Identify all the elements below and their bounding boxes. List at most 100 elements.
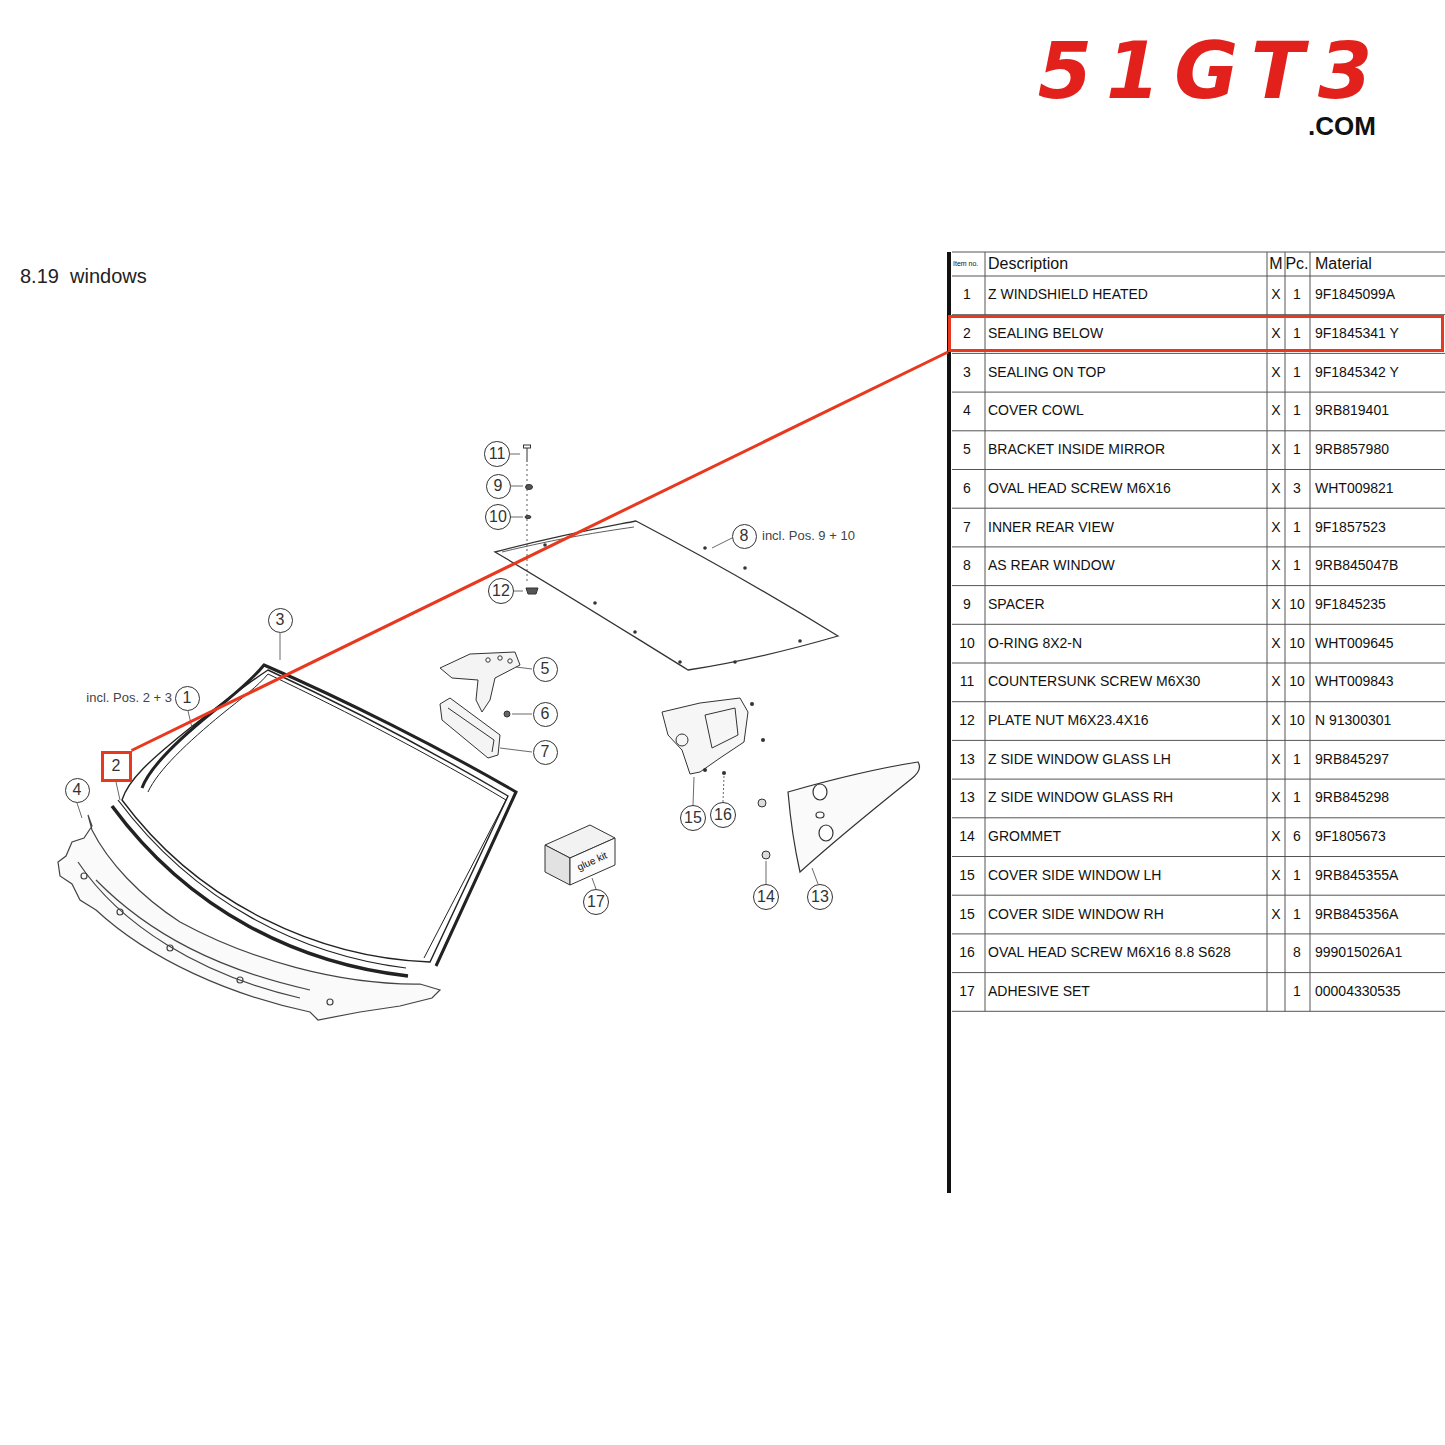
cover-side-window-part [676,734,688,746]
logo-domain: .COM [1308,112,1376,141]
rear-window-part [495,521,838,670]
cover-cowl-part [167,945,173,951]
part-description: SEALING ON TOP [988,365,1106,380]
mark: X [1271,907,1280,922]
table-rule [1267,252,1268,1011]
table-rule [952,701,1445,702]
cover-side-window-part-part [750,702,754,706]
callout-circle: 10 [485,504,512,531]
screws-part [525,516,531,519]
table-rule [952,663,1445,664]
callout-circle: 16 [710,802,737,829]
bracket-inside-mirror-part [486,658,490,662]
leader-lines-part [812,868,818,884]
mark: X [1271,829,1280,844]
rear-window-part-part [678,660,682,664]
box-label: glue kit [575,850,608,873]
side-window-glass-part [816,812,824,818]
windshield-part [112,806,408,976]
callout-number: 13 [811,888,829,906]
part-description: COVER SIDE WINDOW RH [988,907,1164,922]
table-rule [952,779,1445,780]
leader-lines-part [77,803,82,818]
part-description: O-RING 8X2-N [988,636,1082,651]
part-description: BRACKET INSIDE MIRROR [988,442,1165,457]
mark: X [1271,326,1280,341]
page-title: 8.19 windows [20,265,147,287]
callout-circle: 6 [533,702,558,727]
leader-lines-part [712,538,732,548]
leader-lines-part [723,776,724,802]
windshield-part [142,665,516,966]
part-number: 9F1845235 [1315,597,1386,612]
item-number: 3 [963,365,971,380]
mark: X [1271,288,1280,303]
windshield-part [118,800,406,968]
callout-circle: 11 [484,441,510,467]
leader-lines-part [116,782,120,800]
piece-count: 6 [1293,829,1301,844]
highlighted-callout: 2 [101,751,132,782]
item-number: 11 [960,675,975,690]
callout-leader [132,352,949,751]
mark: X [1271,675,1280,690]
mark: X [1271,365,1280,380]
item-number: 15 [959,868,975,883]
table-rule [985,252,986,1011]
mark: X [1271,404,1280,419]
callout-circle: 14 [753,884,780,911]
callout-number: 15 [684,809,702,827]
side-window-glass [788,762,920,872]
table-rule [952,353,1445,354]
leader-lines-part [693,777,694,805]
callout-circle: 13 [807,884,834,911]
part-description: AS REAR WINDOW [988,559,1115,574]
item-number: 10 [959,636,975,651]
mark: X [1271,791,1280,806]
piece-count: 3 [1293,481,1301,496]
glue-kit-box [545,825,615,885]
piece-count: 1 [1293,791,1301,806]
note: incl. Pos. 9 + 10 [762,529,855,543]
leader-lines-part [512,714,532,715]
inner-rear-view-part [440,698,500,758]
mark: X [1271,713,1280,728]
side-window-glass-part [819,825,833,841]
grommets-part [758,799,766,807]
leader-lines-part [766,861,767,884]
leader-lines-part [280,633,281,660]
part-number: 9RB857980 [1315,442,1389,457]
leader-lines-part [511,517,523,518]
callout-number: 4 [73,781,82,799]
part-number: 9F1857523 [1315,520,1386,535]
part-description: SPACER [988,597,1045,612]
part-description: GROMMET [988,829,1061,844]
part-number: 999015026A1 [1315,946,1402,961]
side-window-glass-part [788,762,920,872]
inner-rear-view-part [448,708,494,752]
rear-window-part-part [543,543,547,547]
item-number: 14 [959,829,975,844]
mark: X [1271,481,1280,496]
part-description: Z SIDE WINDOW GLASS RH [988,791,1173,806]
part-description: INNER REAR VIEW [988,520,1114,535]
screws [524,445,539,594]
mark: X [1271,752,1280,767]
part-number: WHT009821 [1315,481,1394,496]
table-rule [952,508,1445,509]
grommets-part [762,851,770,859]
mark: X [1271,520,1280,535]
bracket-inside-mirror-part [498,656,502,660]
part-description: Z WINDSHIELD HEATED [988,288,1148,303]
piece-count: 1 [1293,520,1301,535]
callout-circle: 12 [488,578,515,605]
item-number: 9 [963,597,971,612]
part-description: COUNTERSUNK SCREW M6X30 [988,675,1200,690]
part-number: 9F1845099A [1315,288,1395,303]
callout-circle: 8 [732,524,757,549]
callout-number: 11 [489,445,506,463]
callout-number: 7 [541,743,550,761]
item-number: 16 [959,946,975,961]
